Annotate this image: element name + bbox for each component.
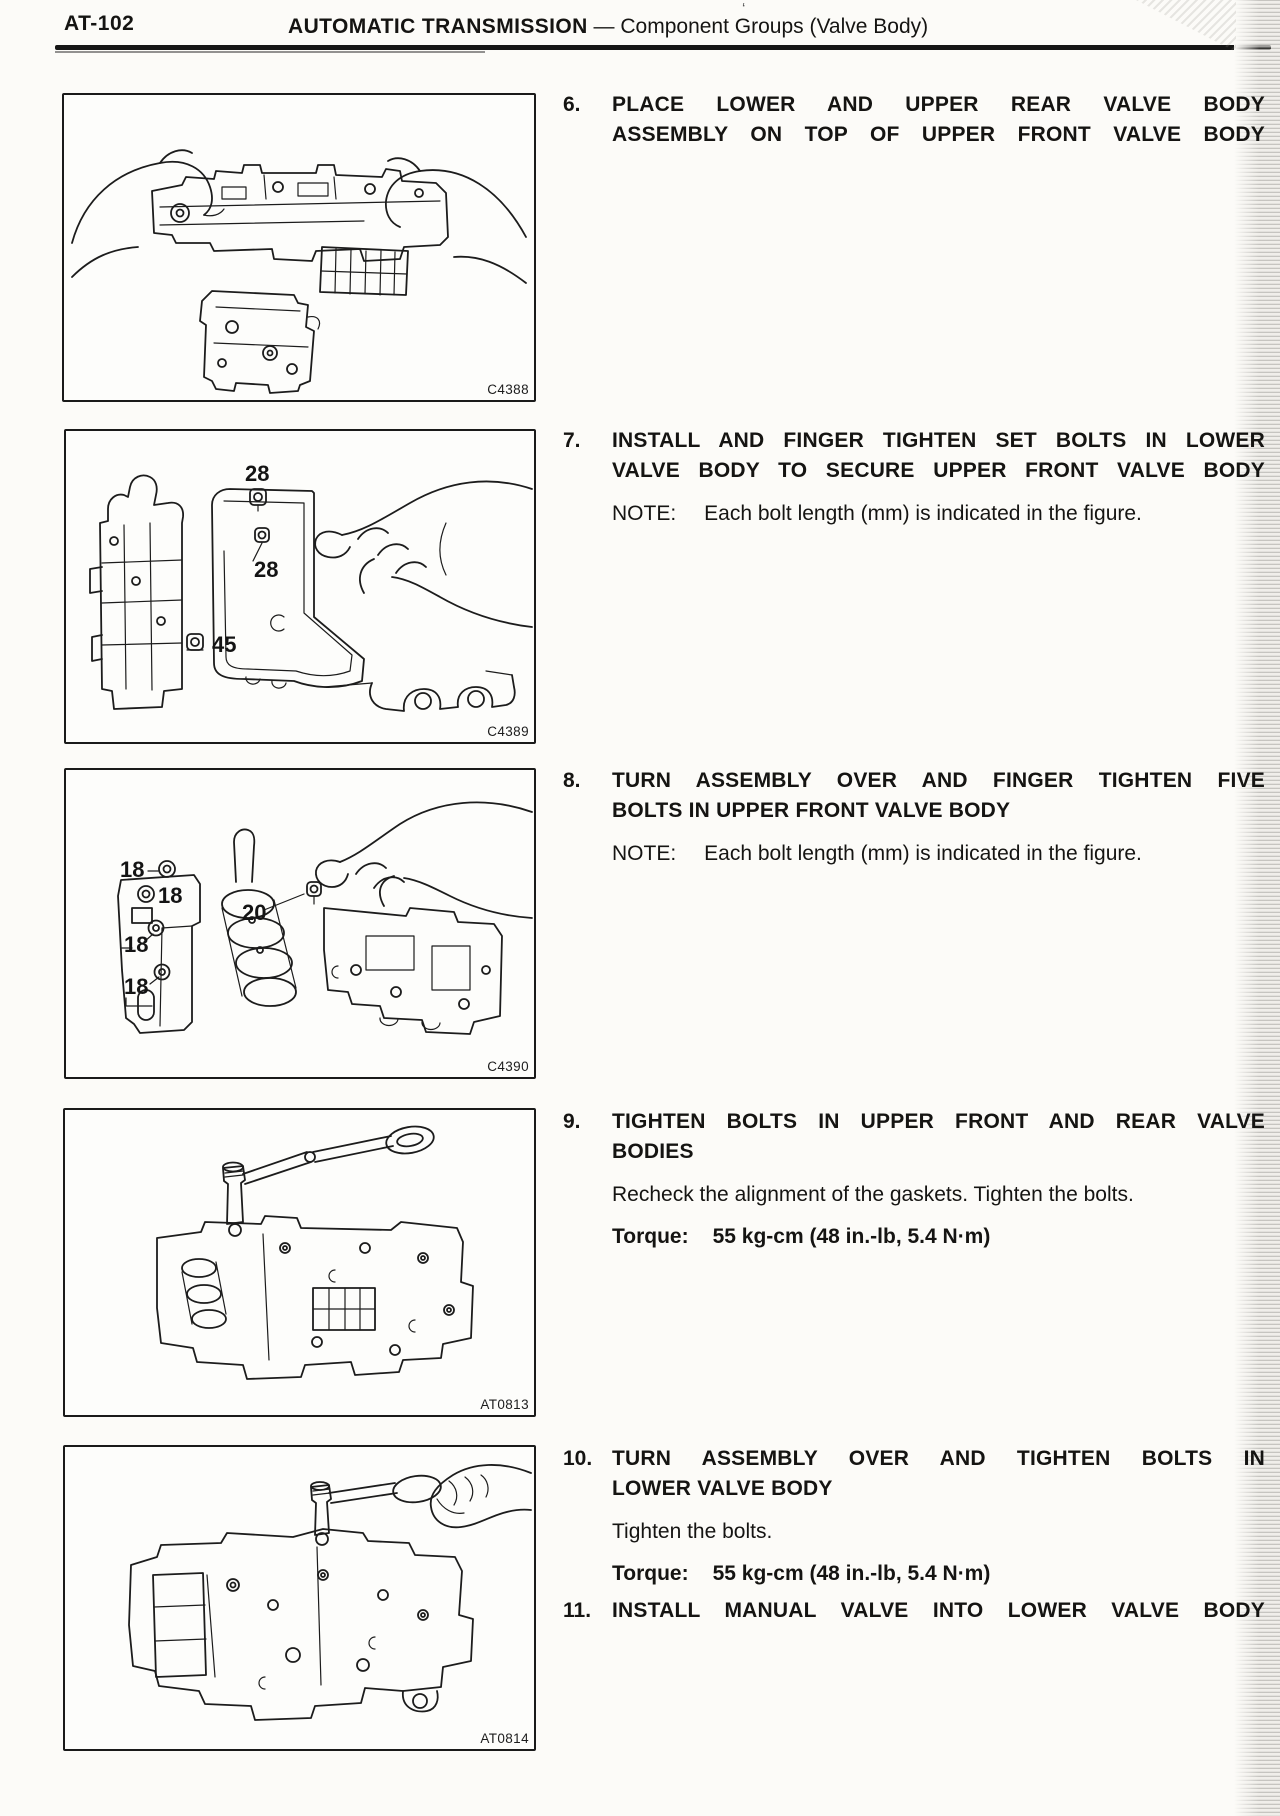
bolt-length-callout: 18: [158, 883, 182, 908]
header-divider-shadow: [55, 51, 485, 53]
step-note: NOTE: Each bolt length (mm) is indicated …: [612, 499, 1265, 529]
torque-value: 55 kg-cm (48 in.-lb, 5.4 N·m): [712, 1225, 991, 1248]
figure-code: AT0813: [480, 1397, 529, 1412]
scan-speck: ‘: [742, 0, 746, 17]
set-bolt-install-illustration: 28 28 45: [89, 461, 533, 712]
step-number: 10.: [563, 1447, 593, 1470]
step-heading-line: PLACE LOWER AND UPPER REAR VALVE BODY: [612, 93, 1265, 116]
bolt-length-callout: 18: [124, 974, 148, 999]
step-heading-line: LOWER VALVE BODY: [612, 1477, 833, 1500]
figure-box-c4390: 18 18 20 18 18 C4390: [64, 768, 536, 1079]
figure-box-at0813: AT0813: [63, 1108, 536, 1417]
bolt-length-callout: 18: [124, 932, 148, 957]
page-title-main: AUTOMATIC TRANSMISSION: [288, 15, 588, 38]
header-divider: [55, 45, 1271, 50]
torque-label: Torque:: [612, 1225, 689, 1248]
torque-spec: Torque: 55 kg-cm (48 in.-lb, 5.4 N·m): [612, 1559, 1265, 1589]
bolt-length-callout: 28: [245, 461, 269, 486]
note-label: NOTE:: [612, 842, 677, 865]
page-title: AUTOMATIC TRANSMISSION — Component Group…: [288, 15, 928, 39]
step-heading-line: TURN ASSEMBLY OVER AND FINGER TIGHTEN FI…: [612, 769, 1265, 792]
valve-body-assembly-illustration: [71, 149, 527, 394]
bolt-length-callout: 45: [212, 632, 236, 657]
step-number: 11.: [563, 1599, 592, 1622]
step-6: 6. PLACE LOWER AND UPPER REAR VALVE BODY…: [563, 90, 1265, 150]
step-number: 9.: [563, 1110, 581, 1133]
step-text: INSTALL AND FINGER TIGHTEN SET BOLTS IN …: [612, 426, 1265, 529]
figure-code: C4388: [487, 382, 529, 397]
page-title-subtitle: Component Groups (Valve Body): [620, 15, 929, 38]
figure-code: C4389: [487, 724, 529, 739]
step-heading-line: VALVE BODY TO SECURE UPPER FRONT VALVE B…: [612, 459, 1265, 482]
step-9: 9. TIGHTEN BOLTS IN UPPER FRONT AND REAR…: [563, 1107, 1265, 1252]
step-number: 7.: [563, 429, 581, 452]
step-11: 11. INSTALL MANUAL VALVE INTO LOWER VALV…: [563, 1596, 1265, 1626]
step-heading-line: TIGHTEN BOLTS IN UPPER FRONT AND REAR VA…: [612, 1110, 1265, 1133]
page-title-dash: —: [593, 15, 615, 38]
lower-body-torque-illustration: [128, 1464, 532, 1721]
step-text: INSTALL MANUAL VALVE INTO LOWER VALVE BO…: [612, 1596, 1265, 1626]
step-heading-line: BOLTS IN UPPER FRONT VALVE BODY: [612, 799, 1011, 822]
scan-binding-edge: [1234, 0, 1280, 1816]
bolt-length-callout: 18: [120, 857, 144, 882]
step-body-text: Recheck the alignment of the gaskets. Ti…: [612, 1183, 1134, 1206]
step-heading-line: ASSEMBLY ON TOP OF UPPER FRONT VALVE BOD…: [612, 123, 1265, 146]
step-10: 10. TURN ASSEMBLY OVER AND TIGHTEN BOLTS…: [563, 1444, 1265, 1589]
note-text: Each bolt length (mm) is indicated in th…: [704, 842, 1142, 865]
step-8: 8. TURN ASSEMBLY OVER AND FINGER TIGHTEN…: [563, 766, 1265, 869]
step-body-text: Tighten the bolts.: [612, 1520, 773, 1543]
step-text: TURN ASSEMBLY OVER AND TIGHTEN BOLTS IN …: [612, 1444, 1265, 1589]
step-text: TIGHTEN BOLTS IN UPPER FRONT AND REAR VA…: [612, 1107, 1265, 1252]
step-number: 6.: [563, 93, 581, 116]
step-text: TURN ASSEMBLY OVER AND FINGER TIGHTEN FI…: [612, 766, 1265, 869]
step-note: NOTE: Each bolt length (mm) is indicated …: [612, 839, 1265, 869]
torque-value: 55 kg-cm (48 in.-lb, 5.4 N·m): [712, 1562, 991, 1585]
step-7: 7. INSTALL AND FINGER TIGHTEN SET BOLTS …: [563, 426, 1265, 529]
torque-wrench-illustration: [156, 1125, 474, 1380]
step-heading-line: INSTALL MANUAL VALVE INTO LOWER VALVE BO…: [612, 1599, 1265, 1622]
torque-spec: Torque: 55 kg-cm (48 in.-lb, 5.4 N·m): [612, 1222, 1265, 1252]
figure-code: AT0814: [480, 1731, 529, 1746]
step-number: 8.: [563, 769, 581, 792]
bolt-length-callout: 20: [242, 900, 266, 925]
figure-box-c4389: 28 28 45 C4389: [64, 429, 536, 744]
step-heading-line: TURN ASSEMBLY OVER AND TIGHTEN BOLTS IN: [612, 1447, 1265, 1470]
figure-box-at0814: AT0814: [63, 1445, 536, 1751]
note-text: Each bolt length (mm) is indicated in th…: [704, 502, 1142, 525]
note-label: NOTE:: [612, 502, 677, 525]
torque-label: Torque:: [612, 1562, 689, 1585]
figure-code: C4390: [487, 1059, 529, 1074]
bolt-length-callout: 28: [254, 557, 278, 582]
step-heading-line: BODIES: [612, 1140, 694, 1163]
figure-box-c4388: C4388: [62, 93, 536, 402]
upper-front-bolt-illustration: 18 18 20 18 18: [117, 801, 533, 1035]
page-number: AT-102: [64, 12, 135, 35]
step-heading-line: INSTALL AND FINGER TIGHTEN SET BOLTS IN …: [612, 429, 1265, 452]
step-text: PLACE LOWER AND UPPER REAR VALVE BODY AS…: [612, 90, 1265, 150]
